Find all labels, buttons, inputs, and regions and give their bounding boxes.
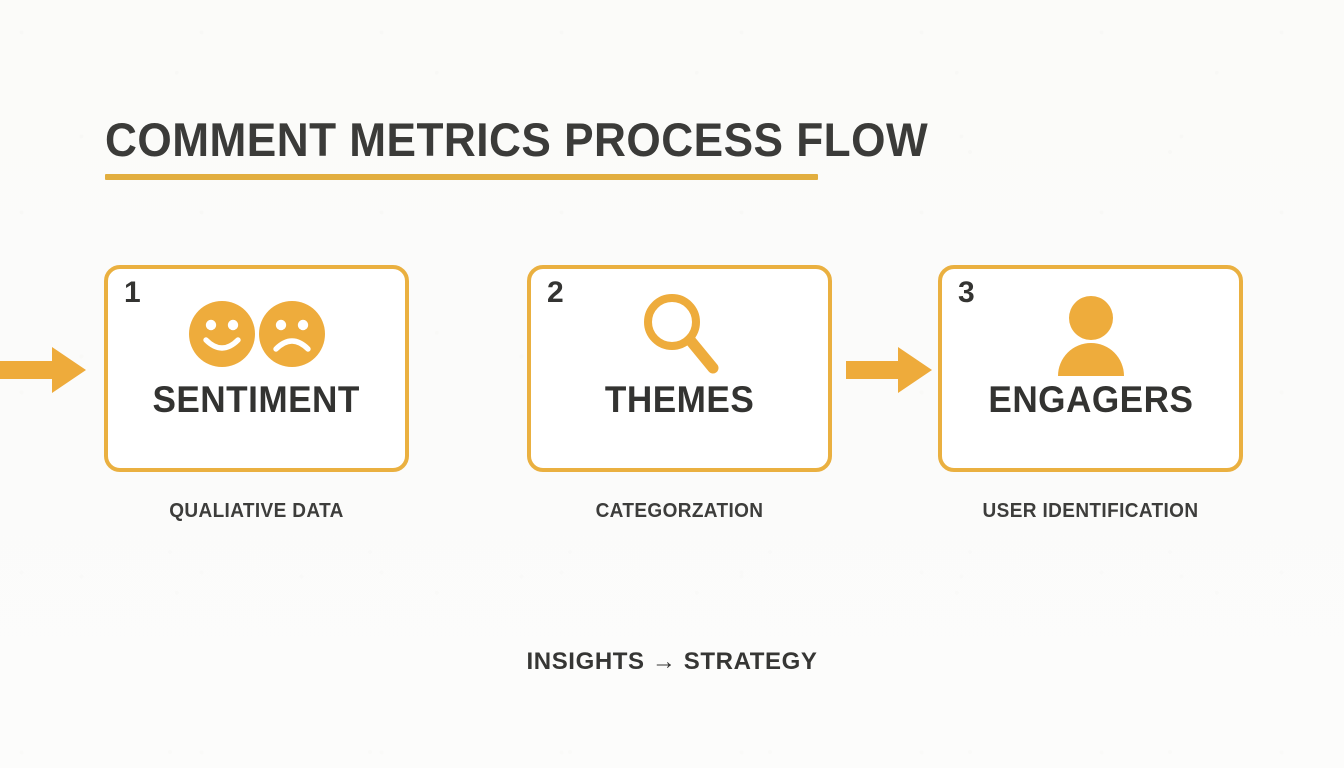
footer-note: INSIGHTS → STRATEGY [526, 648, 818, 675]
process-step-sentiment[interactable]: 1 SENTIMENT [104, 265, 409, 523]
title-block: COMMENT METRICS PROCESS FLOW [105, 112, 929, 180]
page-title: COMMENT METRICS PROCESS FLOW [105, 113, 929, 166]
step-caption-1: QUALIATIVE DATA [169, 500, 344, 522]
step-label-3: ENGAGERS [988, 379, 1193, 420]
step-card-3[interactable]: 3 ENGAGERS [938, 265, 1243, 472]
magnifying-glass-icon [634, 294, 726, 374]
process-step-engagers[interactable]: 3 ENGAGERS USER IDENTIFICATION [938, 265, 1243, 523]
step-card-1[interactable]: 1 SENTIMENT [104, 265, 409, 472]
arrow-right-icon [0, 345, 86, 395]
step-number-3: 3 [958, 276, 975, 309]
person-icon [1049, 295, 1133, 376]
happy-sad-faces-icon [187, 295, 327, 373]
title-underline-rule [105, 174, 818, 180]
step-label-2: THEMES [604, 379, 755, 420]
process-flow-row: 1 SENTIMENT [0, 265, 1344, 535]
step-card-2[interactable]: 2 THEMES [527, 265, 832, 472]
step-number-1: 1 [124, 276, 141, 309]
step-caption-2: CATEGORZATION [595, 500, 764, 522]
process-step-themes[interactable]: 2 THEMES CATEGORZATION [527, 265, 832, 523]
step-label-1: SENTIMENT [152, 379, 361, 420]
step-number-2: 2 [547, 276, 564, 309]
arrow-right-icon [846, 345, 932, 395]
step-caption-3: USER IDENTIFICATION [982, 500, 1199, 522]
